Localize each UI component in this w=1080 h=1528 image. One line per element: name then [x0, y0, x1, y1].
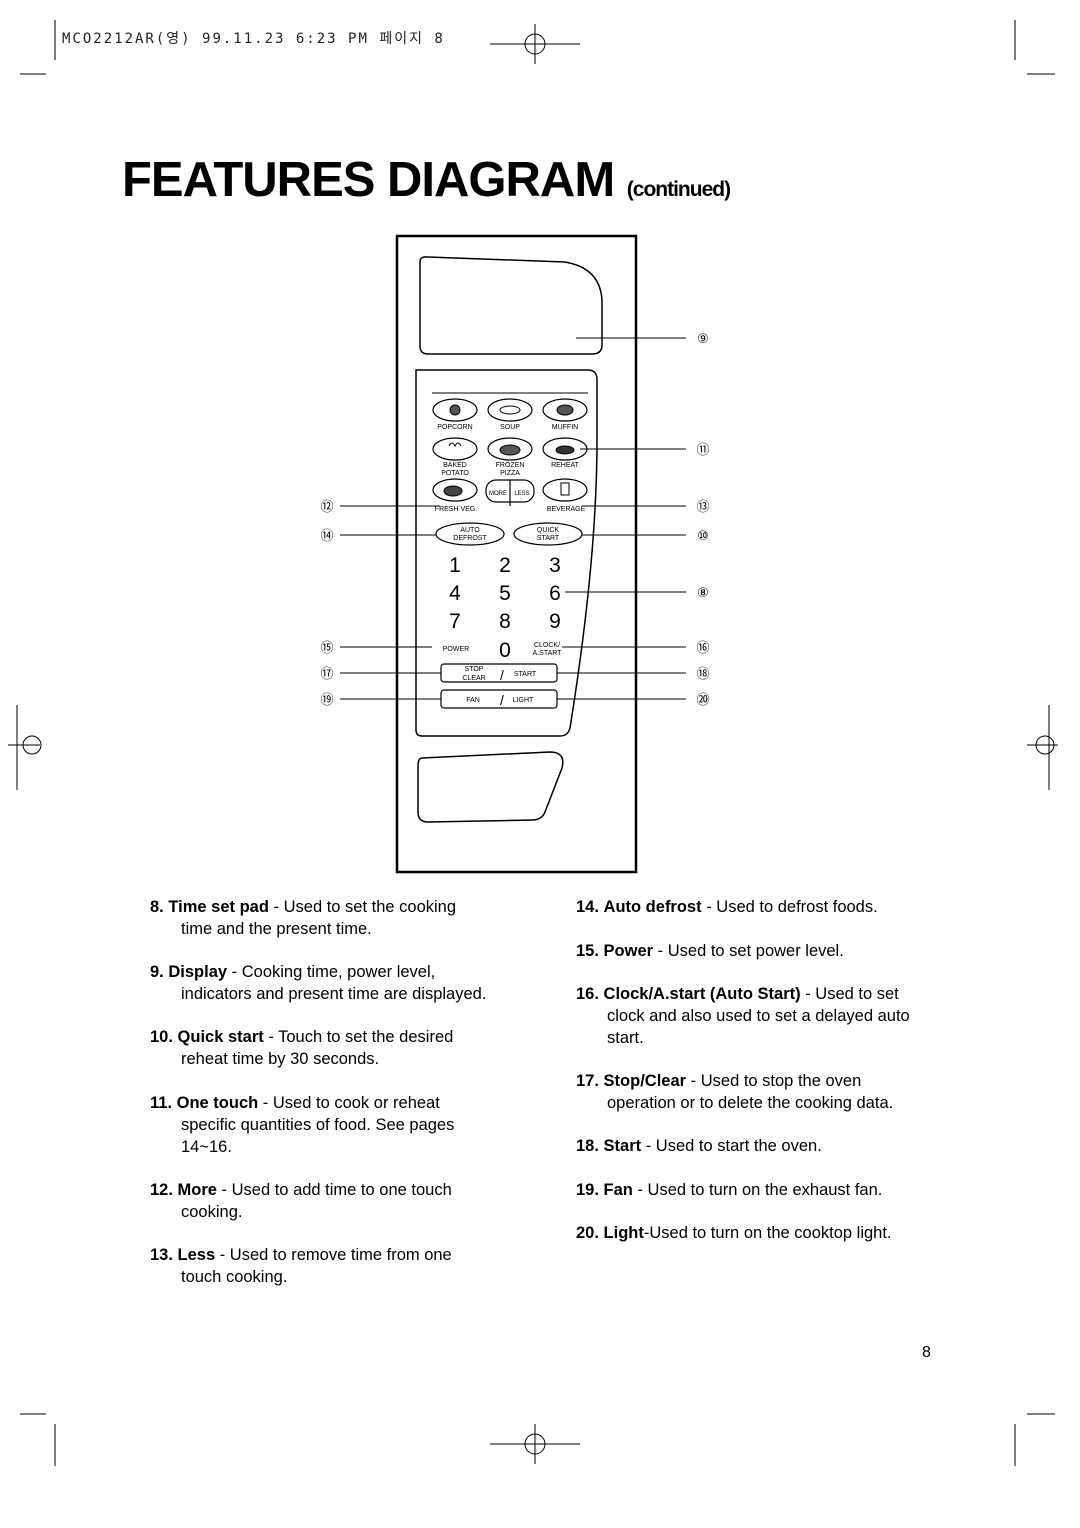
description-item-17: 17. Stop/Clear - Used to stop the oven o…: [576, 1072, 894, 1112]
slash-stop-start: /: [500, 667, 504, 683]
description-item-14: 14. Auto defrost - Used to defrost foods…: [576, 898, 878, 916]
label-stop: STOP: [465, 666, 484, 673]
callout-14: ⑭: [320, 529, 333, 544]
label-quick: QUICK: [537, 527, 560, 534]
stop-clear-start-button[interactable]: [440, 663, 558, 683]
label-light: LIGHT: [513, 697, 534, 704]
label-baked: BAKED: [443, 462, 467, 469]
registration-mark-left: [22, 735, 42, 755]
label-defrost: DEFROST: [453, 535, 487, 542]
callout-19: ⑲: [320, 693, 333, 708]
slash-fan-light: /: [500, 692, 504, 708]
label-more: MORE: [489, 491, 507, 497]
label-soup: SOUP: [500, 424, 520, 431]
callout-16: ⑯: [696, 641, 709, 656]
description-item-10: 10. Quick start - Touch to set the desir…: [150, 1028, 454, 1068]
fan-light-button[interactable]: [440, 689, 558, 709]
digit-key-1[interactable]: 1: [449, 554, 461, 577]
lower-handle: [417, 751, 564, 823]
digit-key-8[interactable]: 8: [499, 610, 511, 633]
fresh-veg-icon: [443, 485, 463, 497]
description-item-18: 18. Start - Used to start the oven.: [576, 1137, 822, 1155]
label-auto: AUTO: [460, 527, 480, 534]
title-main: FEATURES DIAGRAM: [122, 153, 615, 207]
description-item-15: 15. Power - Used to set power level.: [576, 942, 844, 960]
label-less: LESS: [514, 491, 529, 497]
label-fresh-veg: FRESH VEG.: [435, 506, 477, 513]
digit-key-0[interactable]: 0: [499, 639, 511, 662]
description-item-19: 19. Fan - Used to turn on the exhaust fa…: [576, 1181, 883, 1199]
label-clear: CLEAR: [462, 675, 485, 682]
beverage-icon: [560, 482, 570, 496]
description-item-20: 20. Light-Used to turn on the cooktop li…: [576, 1224, 892, 1242]
description-item-12: 12. More - Used to add time to one touch…: [150, 1181, 452, 1221]
description-item-11: 11. One touch - Used to cook or reheat s…: [150, 1094, 455, 1156]
page-number: 8: [922, 1344, 931, 1361]
soup-icon: [499, 405, 521, 415]
baked-potato-button[interactable]: [432, 437, 478, 461]
digit-key-4[interactable]: 4: [449, 582, 461, 605]
print-header-slug: MCO2212AR(영) 99.11.23 6:23 PM 페이지 8: [62, 31, 445, 47]
reheat-icon: [555, 445, 575, 455]
digit-key-9[interactable]: 9: [549, 610, 561, 633]
description-item-8: 8. Time set pad - Used to set the cookin…: [150, 898, 457, 938]
label-fan: FAN: [466, 697, 480, 704]
digit-key-5[interactable]: 5: [499, 582, 511, 605]
description-item-9: 9. Display - Cooking time, power level, …: [150, 963, 487, 1003]
callout-leaders: [340, 337, 686, 700]
display-window: [419, 256, 603, 355]
description-item-16: 16. Clock/A.start (Auto Start) - Used to…: [576, 985, 910, 1047]
digit-key-2[interactable]: 2: [499, 554, 511, 577]
label-a-start[interactable]: A.START: [533, 650, 563, 657]
soup-button[interactable]: [487, 398, 533, 422]
label-pizza: PIZZA: [500, 470, 520, 477]
title-continued: (continued): [626, 178, 731, 201]
label-reheat: REHEAT: [551, 462, 580, 469]
label-popcorn: POPCORN: [437, 424, 472, 431]
beverage-button[interactable]: [542, 478, 588, 502]
label-beverage: BEVERAGE: [547, 506, 586, 513]
label-power[interactable]: POWER: [443, 646, 469, 653]
label-quick-start: START: [537, 535, 560, 542]
baked-potato-icon: [448, 442, 462, 448]
muffin-icon: [556, 404, 574, 416]
callout-17: ⑰: [320, 667, 333, 682]
callout-10: ⑩: [697, 529, 709, 544]
control-panel-outline: [395, 234, 638, 874]
registration-mark-top: [490, 24, 580, 64]
callout-11: ⑪: [696, 443, 709, 458]
page-title: FEATURES DIAGRAM (continued): [122, 152, 731, 208]
label-start: START: [514, 671, 537, 678]
digit-key-7[interactable]: 7: [449, 610, 461, 633]
callout-18: ⑱: [696, 667, 709, 682]
registration-mark-right: [1035, 735, 1055, 755]
digit-key-3[interactable]: 3: [549, 554, 561, 577]
callout-15: ⑮: [320, 641, 333, 656]
label-potato: POTATO: [441, 470, 469, 477]
label-frozen: FROZEN: [496, 462, 525, 469]
label-muffin: MUFFIN: [552, 424, 578, 431]
description-item-13: 13. Less - Used to remove time from one …: [150, 1246, 452, 1286]
crop-marks: [8, 20, 1058, 1466]
label-clock[interactable]: CLOCK/: [534, 642, 560, 649]
frozen-pizza-icon: [499, 444, 521, 456]
callout-13: ⑬: [696, 500, 709, 515]
callout-12: ⑫: [320, 500, 333, 515]
callout-8: ⑧: [697, 586, 709, 601]
registration-mark-bottom: [490, 1424, 580, 1464]
auto-defrost-button[interactable]: [435, 522, 505, 546]
callout-20: ⑳: [696, 693, 709, 708]
digit-key-6[interactable]: 6: [549, 582, 561, 605]
popcorn-icon: [449, 404, 461, 416]
keypad-area: [415, 369, 598, 737]
callout-9: ⑨: [697, 332, 709, 347]
quick-start-button[interactable]: [513, 522, 583, 546]
